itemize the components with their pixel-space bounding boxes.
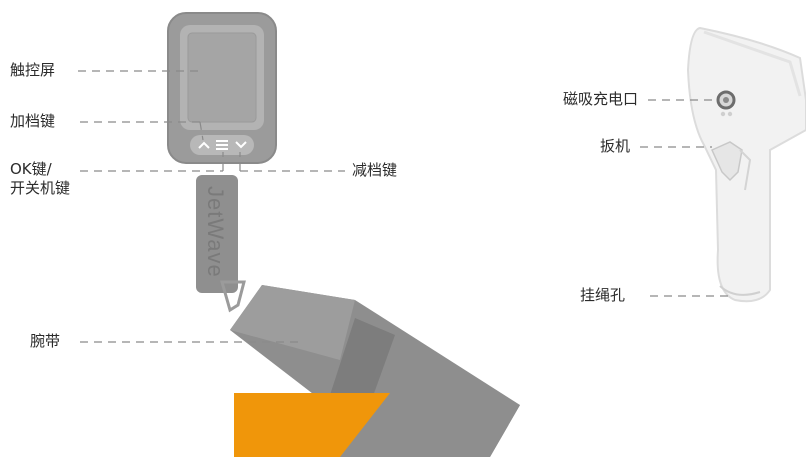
trigger bbox=[711, 141, 743, 182]
zoom-in-key-label: 加档键 bbox=[10, 112, 56, 130]
trigger-label: 扳机 bbox=[600, 137, 631, 155]
zoom-in-key-icon bbox=[198, 141, 210, 149]
left-leader-lines bbox=[78, 70, 345, 343]
right-leader-lines bbox=[640, 99, 728, 297]
ok-power-key-label-line1: OK键/ bbox=[10, 160, 52, 178]
screen-inner bbox=[187, 32, 257, 123]
device-body-edge bbox=[167, 12, 277, 164]
zoom-out-key-icon bbox=[235, 141, 247, 149]
charging-port-label: 磁吸充电口 bbox=[563, 90, 639, 108]
lanyard-hole-label: 挂绳孔 bbox=[580, 286, 626, 304]
lanyard-hole bbox=[719, 285, 761, 296]
strap-overlap bbox=[340, 393, 520, 457]
zoom-out-key-label: 减档键 bbox=[352, 161, 398, 179]
strap-ring bbox=[220, 280, 246, 313]
wrist-strap-label: 腕带 bbox=[30, 332, 61, 350]
strap-brand-text: JetWave bbox=[203, 186, 228, 278]
ok-menu-key-icon bbox=[216, 140, 228, 150]
strap-band bbox=[196, 175, 238, 293]
touchscreen-label: 触控屏 bbox=[10, 61, 56, 79]
ok-power-key-label-line2: 开关机键 bbox=[10, 179, 71, 197]
grip-device bbox=[686, 26, 806, 303]
ok-power-key-label: OK键/ 开关机键 bbox=[10, 160, 100, 198]
